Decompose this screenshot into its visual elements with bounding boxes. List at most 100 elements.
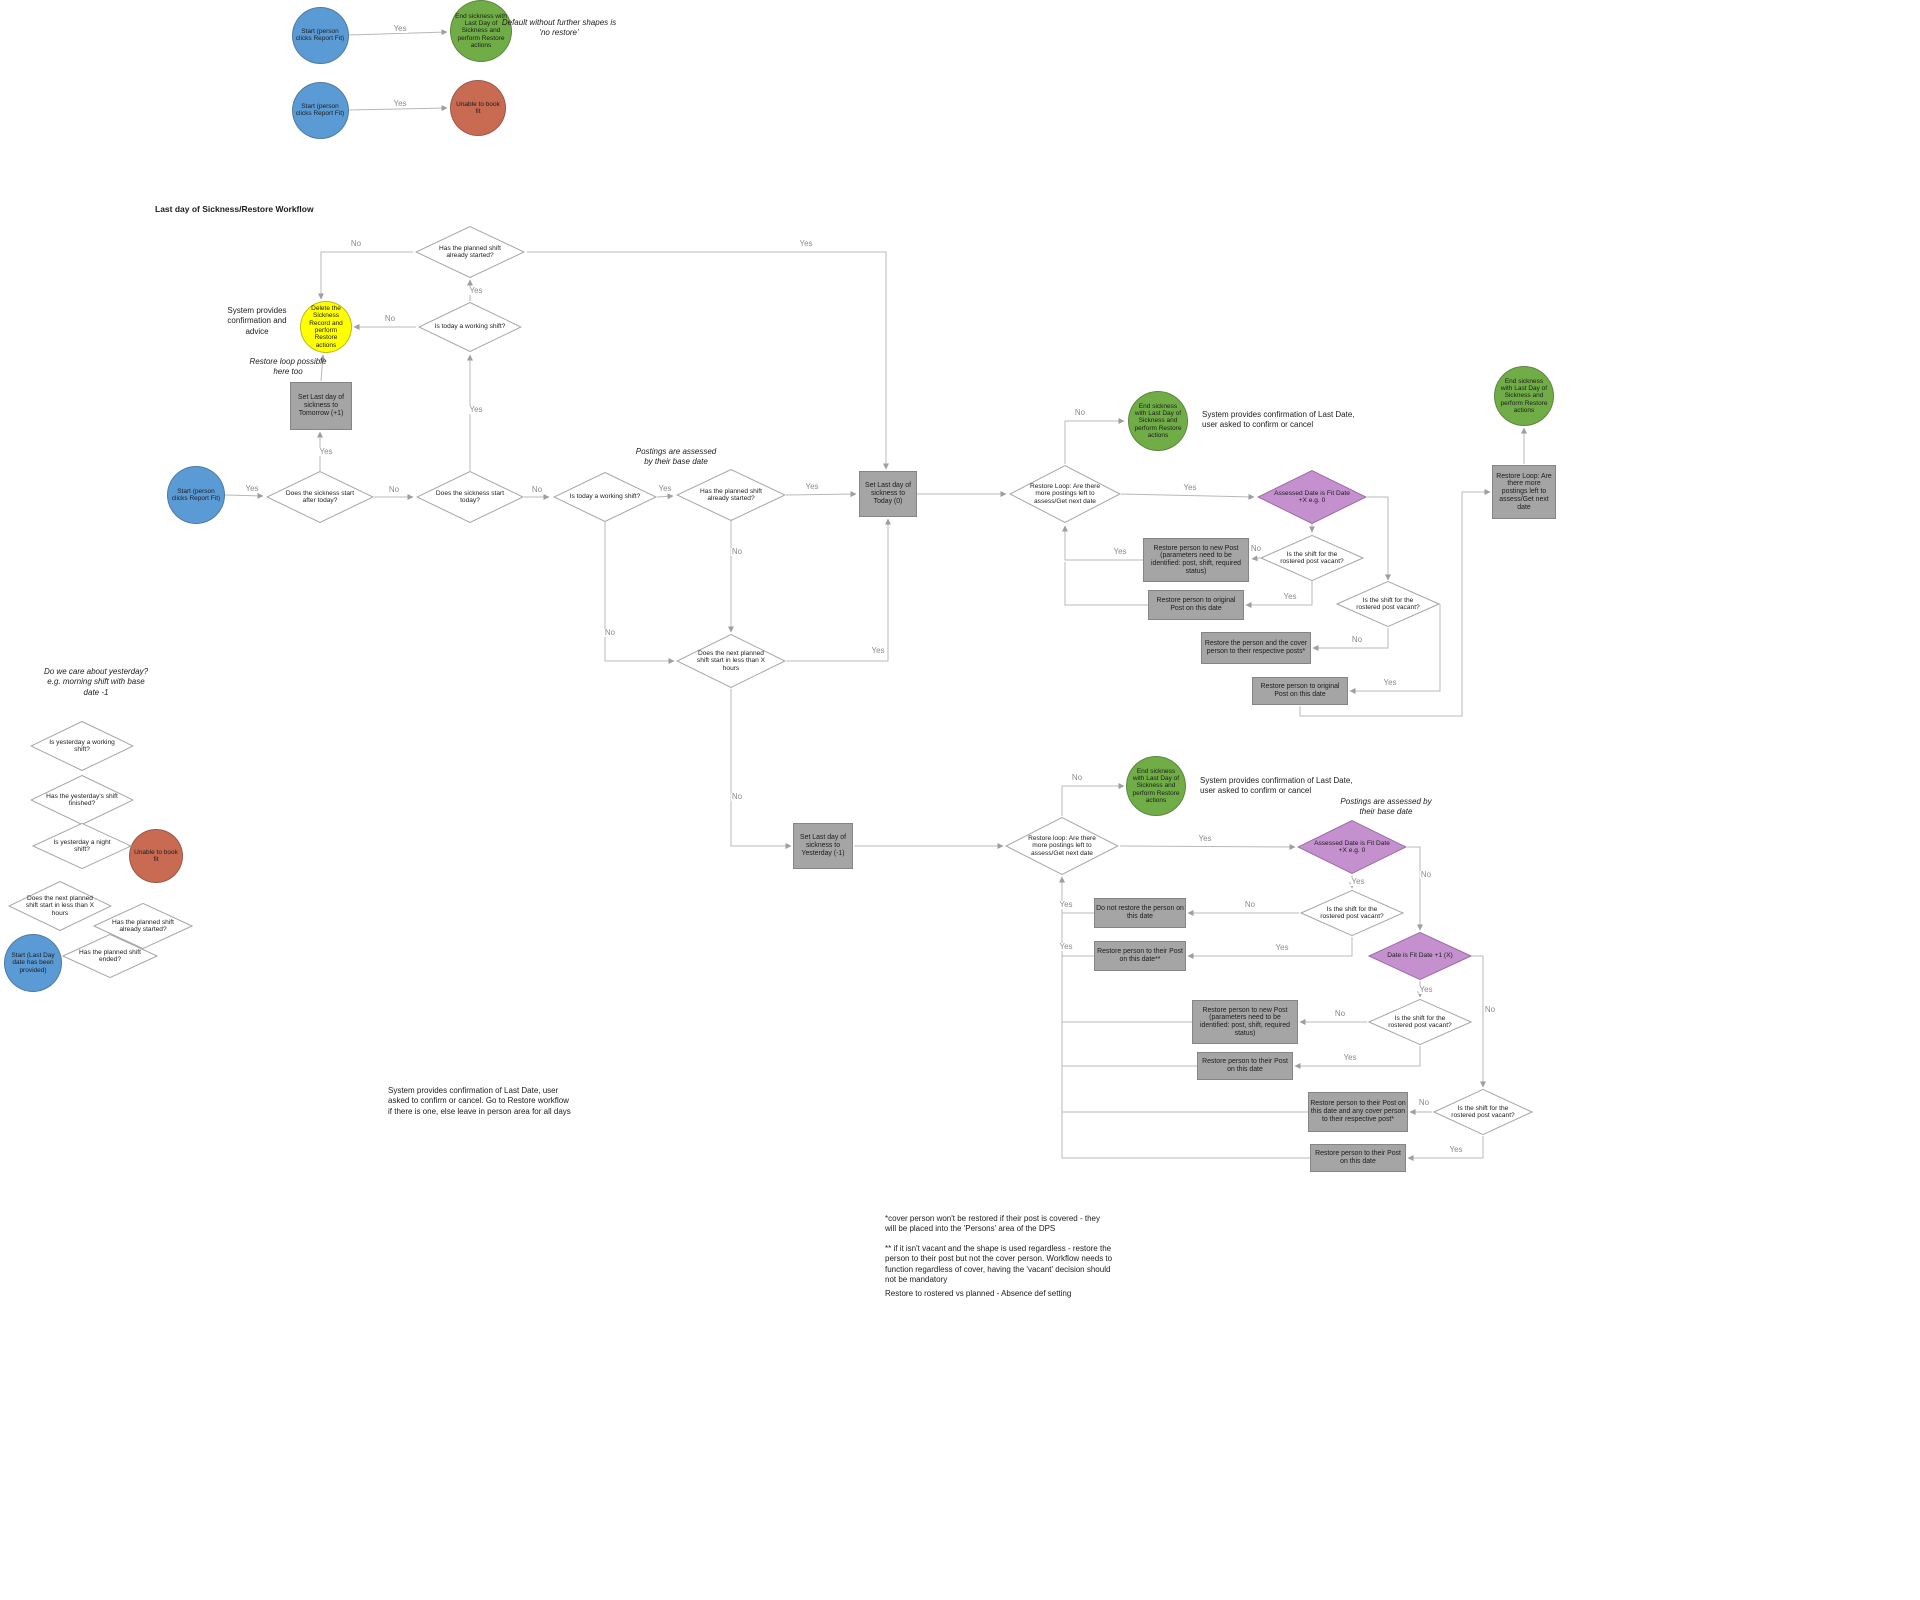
unable-book-fit-2: Unable to book fit [129,829,183,883]
restore-their-post-3: Restore person to their Post on this dat… [1310,1144,1406,1172]
restore-loop-1-label: Restore Loop: Are there more postings le… [1029,482,1100,505]
connector [1120,493,1255,500]
note-postings-assessed-2: Postings are assessed by their base date [1340,797,1432,817]
connector [318,251,413,300]
note-confirm-cancel-1: System provides confirmation of Last Dat… [1202,410,1355,430]
today-working-shift-top: Is today a working shift? [418,302,522,352]
connector [1251,555,1261,562]
restore-loop-1: Restore Loop: Are there more postings le… [1009,465,1121,523]
start-report-fit-1-label: Start (person clicks Report Fit) [295,27,345,42]
unable-book-fit-1-label: Unable to book fit [456,100,500,115]
connector [730,689,792,849]
connector [604,522,675,664]
connector [1062,525,1143,561]
shift-vacant-5-label: Is the shift for the rostered post vacan… [1451,1104,1515,1119]
restore-their-post-2: Restore person to their Post on this dat… [1197,1052,1293,1080]
connector [348,105,448,112]
restore-their-post-and-cover-label: Restore person to their Post on this dat… [1310,1100,1406,1123]
edge-label-no: No [1350,635,1364,644]
shift-vacant-5: Is the shift for the rostered post vacan… [1433,1089,1533,1135]
restore-original-post-2: Restore person to original Post on this … [1252,677,1348,705]
connector [1407,1136,1484,1161]
yesterday-working-shift: Is yesterday a working shift? [30,721,134,771]
end-sickness-1: End sickness with Last Day of Sickness a… [450,0,512,62]
connector [1367,496,1391,581]
sickness-start-today: Does the sickness start today? [416,471,524,523]
start-report-fit-3: Start (person clicks Report Fit) [167,466,225,524]
connector [1407,846,1423,931]
restore-person-and-cover-label: Restore the person and the cover person … [1204,640,1308,655]
start-report-fit-1: Start (person clicks Report Fit) [291,6,349,64]
do-not-restore: Do not restore the person on this date [1094,898,1186,928]
shift-vacant-3: Is the shift for the rostered post vacan… [1300,890,1404,936]
edge-label-yes: Yes [392,24,408,33]
connector [1245,581,1313,608]
end-sickness-4: End sickness with Last Day of Sickness a… [1126,756,1186,816]
restore-new-post-2-label: Restore person to new Post (parameters n… [1199,1006,1290,1037]
planned-shift-started-mid: Has the planned shift already started? [676,469,786,521]
edge-label-no: No [603,628,617,637]
planned-shift-started-mid-label: Has the planned shift already started? [700,487,762,502]
connector [1064,562,1148,606]
edge-label-no: No [1243,900,1257,909]
connector [224,492,264,499]
do-not-restore-label: Do not restore the person on this date [1096,905,1184,920]
edge-label-no: No [730,792,744,801]
edge-label-no: No [387,485,401,494]
connector [1064,418,1125,464]
end-sickness-2: End sickness with Last Day of Sickness a… [1128,391,1188,451]
planned-shift-started-top-label: Has the planned shift already started? [439,244,501,259]
edge-label-yes: Yes [1182,483,1198,492]
start-last-day: Start (Last Day date has been provided) [4,934,62,992]
note-confirm-cancel-2: System provides confirmation of Last Dat… [1200,776,1353,796]
assessed-date-1-label: Assessed Date is Fit Date +X e.g. 0 [1274,489,1350,504]
next-shift-x-hours-2-label: Does the next planned shift start in les… [25,894,95,917]
connector [348,29,448,36]
connector [1061,783,1125,816]
edge-label-yes: Yes [1197,834,1213,843]
edge-label-no: No [1249,544,1263,553]
edge-label-yes: Yes [657,484,673,493]
end-sickness-4-label: End sickness with Last Day of Sickness a… [1132,767,1180,804]
edge-label-no: No [1483,1005,1497,1014]
edge-label-no: No [1073,408,1087,417]
set-sickness-today: Set Last day of sickness to Today (0) [859,471,917,517]
sickness-start-after-today-label: Does the sickness start after today? [285,489,355,504]
shift-vacant-1-label: Is the shift for the rostered post vacan… [1280,550,1344,565]
start-report-fit-2-label: Start (person clicks Report Fit) [295,102,345,117]
end-sickness-1-label: End sickness with Last Day of Sickness a… [455,12,507,49]
yesterday-night-shift-label: Is yesterday a night shift? [53,838,111,853]
delete-sickness-record-label: Delete the Sickness Record and perform R… [309,305,343,349]
unable-book-fit-1: Unable to book fit [450,80,506,136]
planned-shift-ended-label: Has the planned shift ended? [79,948,141,963]
next-shift-x-hours-label: Does the next planned shift start in les… [696,649,766,672]
yesterday-working-shift-label: Is yesterday a working shift? [49,738,115,753]
planned-shift-started-left: Has the planned shift already started? [93,903,193,949]
shift-vacant-4: Is the shift for the rostered post vacan… [1368,999,1472,1045]
connector [1299,489,1491,717]
restore-their-post-1-label: Restore person to their Post on this dat… [1097,948,1183,963]
restore-their-post-3-label: Restore person to their Post on this dat… [1315,1150,1401,1165]
workflow-title: Last day of Sickness/Restore Workflow [155,204,314,214]
edge-label-yes: Yes [244,484,260,493]
connector [1349,604,1441,694]
sickness-start-after-today: Does the sickness start after today? [266,471,374,523]
note-footnote-vacant: ** if it isn't vacant and the shape is u… [885,1244,1113,1285]
set-sickness-yesterday-label: Set Last day of sickness to Yesterday (-… [800,834,846,857]
edge-label-no: No [1333,1009,1347,1018]
connector [319,354,326,382]
connector [1187,937,1353,959]
planned-shift-ended: Has the planned shift ended? [62,934,158,978]
restore-new-post-1: Restore person to new Post (parameters n… [1143,538,1249,582]
end-sickness-2-label: End sickness with Last Day of Sickness a… [1134,402,1182,439]
shift-vacant-2-label: Is the shift for the rostered post vacan… [1356,596,1420,611]
today-working-shift-top-label: Is today a working shift? [434,323,506,331]
connector [1119,843,1296,850]
start-last-day-label: Start (Last Day date has been provided) [11,952,55,974]
edge-label-yes: Yes [870,646,886,655]
edge-label-yes: Yes [468,405,484,414]
connector [1312,628,1389,651]
connector [1294,1046,1421,1069]
restore-their-post-and-cover: Restore person to their Post on this dat… [1308,1092,1408,1132]
